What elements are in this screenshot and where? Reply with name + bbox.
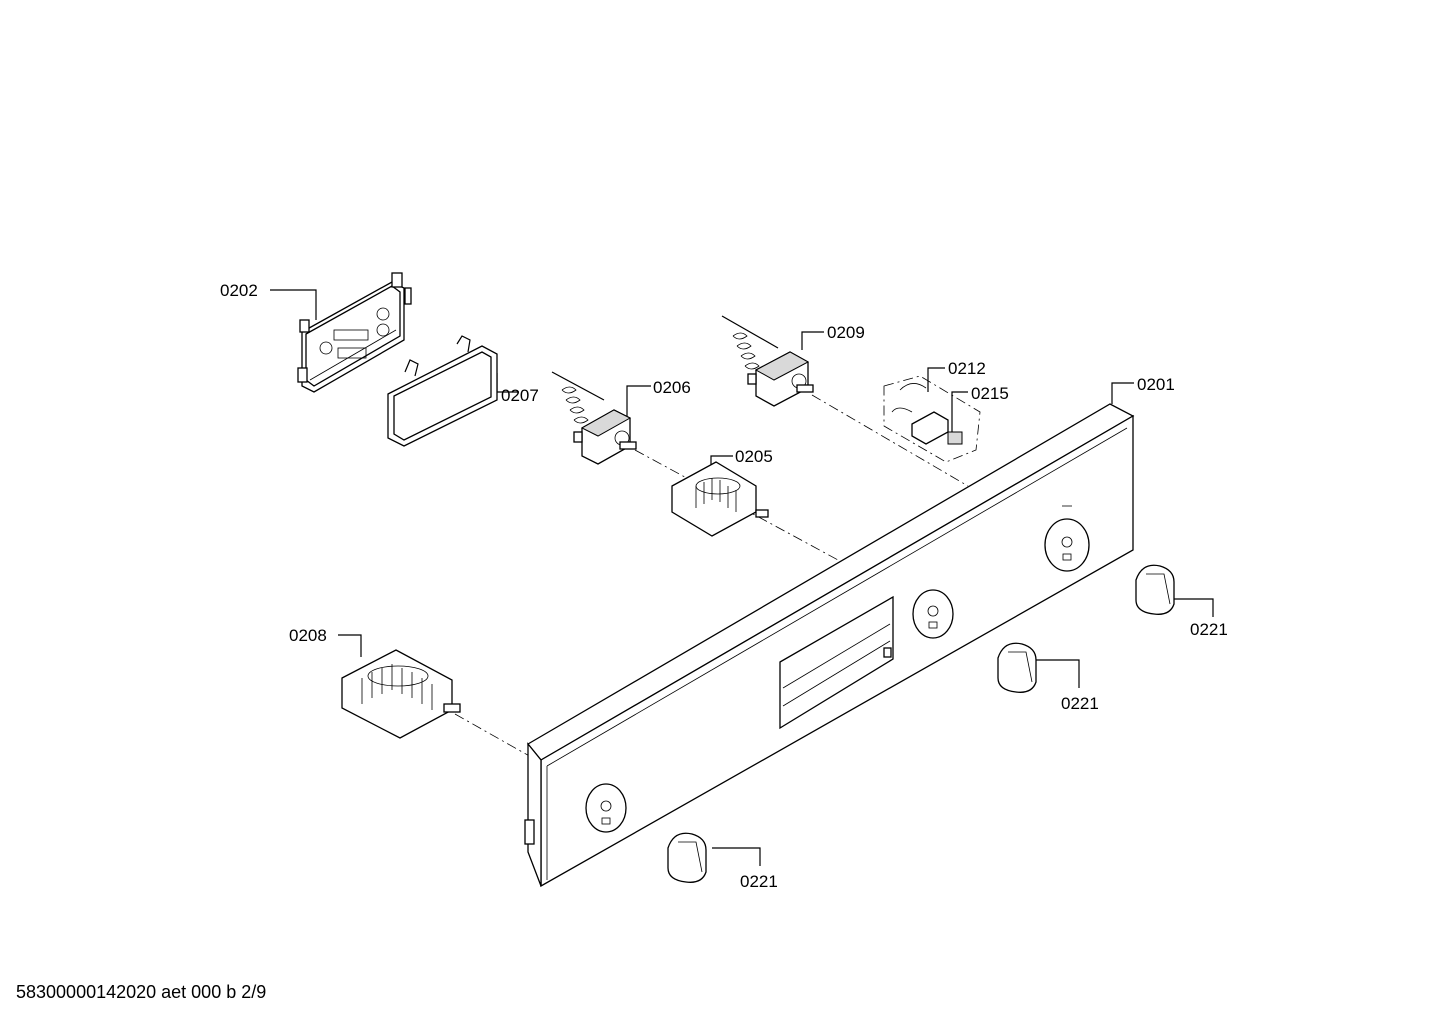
knob-hole-right xyxy=(1044,505,1090,572)
knob-0221-right xyxy=(1135,564,1175,615)
rotary-switch-0205 xyxy=(671,461,769,537)
callout-0221-right: 0221 xyxy=(1190,620,1228,639)
callout-0208: 0208 xyxy=(289,626,327,645)
callout-0209: 0209 xyxy=(827,323,865,342)
document-id: 58300000142020 aet 000 b 2/9 xyxy=(16,982,267,1002)
knob-0221-middle xyxy=(997,642,1037,693)
leader-0215 xyxy=(951,391,968,433)
control-panel-fascia xyxy=(524,403,1135,888)
knob-hole-left xyxy=(585,783,627,833)
lamp-holder-group-0212 xyxy=(883,375,981,463)
callout-0221-bottom: 0221 xyxy=(740,872,778,891)
thermostat-0209 xyxy=(721,315,814,407)
leader-0209 xyxy=(801,331,824,350)
callout-0212: 0212 xyxy=(948,359,986,378)
lamp-socket-0215 xyxy=(947,431,963,445)
leader-0221-bottom xyxy=(712,847,761,866)
leader-0221-middle xyxy=(1034,659,1080,688)
knob-hole-center xyxy=(912,589,954,639)
callout-0206: 0206 xyxy=(653,378,691,397)
rotary-switch-0208 xyxy=(341,649,461,739)
callout-0207: 0207 xyxy=(501,386,539,405)
leader-0212 xyxy=(927,367,945,392)
display-frame-0207 xyxy=(387,335,498,447)
callout-0221-middle: 0221 xyxy=(1061,694,1099,713)
callout-0215: 0215 xyxy=(971,384,1009,403)
thermostat-0206 xyxy=(551,371,637,465)
leader-0202 xyxy=(270,289,317,320)
leader-0221-right xyxy=(1168,598,1214,617)
knob-0221-bottom xyxy=(667,832,707,883)
leader-0201 xyxy=(1111,382,1134,404)
leader-0208 xyxy=(338,634,362,657)
electronic-module-0202 xyxy=(297,272,412,393)
callout-0205: 0205 xyxy=(735,447,773,466)
leader-lines xyxy=(270,289,1214,866)
callout-0202: 0202 xyxy=(220,281,258,300)
leader-0206 xyxy=(626,385,651,416)
callout-0201: 0201 xyxy=(1137,375,1175,394)
